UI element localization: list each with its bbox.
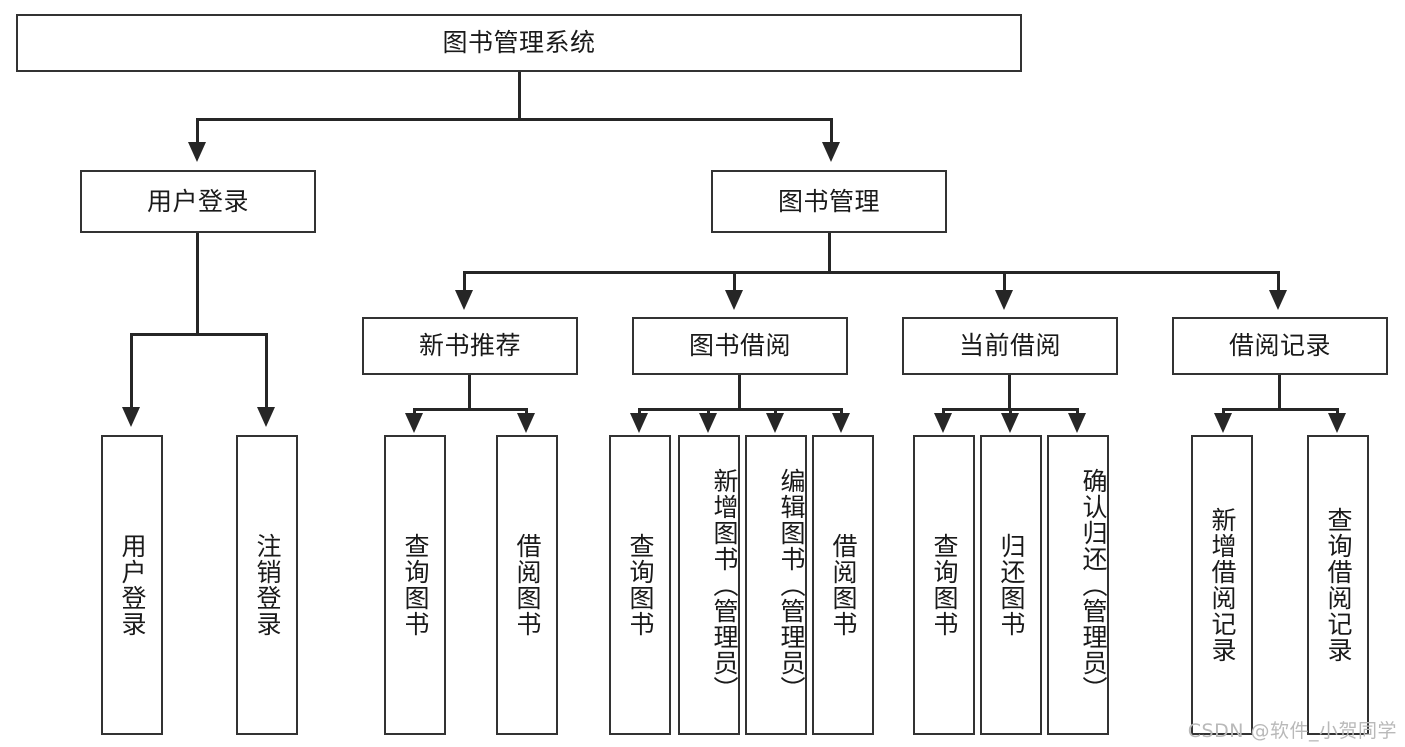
arrow-to-leaf-borrow-book-bb [832, 413, 850, 433]
node-label: 借阅记录 [1228, 331, 1331, 360]
node-label: 确认归还（管理员） [1079, 468, 1108, 702]
edge-user-login-drop-1 [130, 333, 133, 408]
arrow-to-book-borrow [725, 290, 743, 310]
node-label: 查询图书 [401, 533, 430, 637]
node-book-borrow[interactable]: 图书借阅 [632, 317, 848, 375]
edge-book-borrow-drop-2 [707, 408, 710, 416]
leaf-user-login[interactable]: 用户登录 [101, 435, 163, 735]
edge-root-to-user-login [196, 118, 199, 143]
arrow-to-leaf-query-book-cb [934, 413, 952, 433]
edge-user-login-drop-2 [265, 333, 268, 408]
edge-current-borrow-drop-2 [1009, 408, 1012, 416]
arrow-to-leaf-add-book [699, 413, 717, 433]
arrow-to-leaf-borrow-book-nb [517, 413, 535, 433]
arrow-to-leaf-query-record [1328, 413, 1346, 433]
leaf-query-book-new-recommend[interactable]: 查询图书 [384, 435, 446, 735]
leaf-add-book-admin[interactable]: 新增图书（管理员） [678, 435, 740, 735]
node-label: 查询图书 [626, 533, 655, 637]
edge-user-login-stem [196, 233, 199, 335]
edge-book-mgmt-drop-2 [733, 271, 736, 291]
arrow-to-user-login [188, 142, 206, 162]
arrow-to-leaf-confirm-return [1068, 413, 1086, 433]
leaf-logout[interactable]: 注销登录 [236, 435, 298, 735]
arrow-to-leaf-logout [257, 407, 275, 427]
node-label: 查询图书 [930, 533, 959, 637]
leaf-confirm-return-admin[interactable]: 确认归还（管理员） [1047, 435, 1109, 735]
node-current-borrow[interactable]: 当前借阅 [902, 317, 1118, 375]
leaf-query-book-borrow[interactable]: 查询图书 [609, 435, 671, 735]
arrow-to-borrow-record [1269, 290, 1287, 310]
node-label: 图书借阅 [688, 331, 791, 360]
node-label: 用户登录 [146, 186, 249, 216]
node-label: 用户登录 [118, 533, 147, 637]
csdn-watermark: CSDN @软件_小贺同学 [1187, 720, 1397, 742]
edge-book-borrow-drop-4 [840, 408, 843, 416]
edge-new-book-drop-2 [525, 408, 528, 416]
leaf-edit-book-admin[interactable]: 编辑图书（管理员） [745, 435, 807, 735]
edge-book-mgmt-drop-1 [463, 271, 466, 291]
arrow-to-new-book [455, 290, 473, 310]
node-label: 图书管理系统 [442, 28, 596, 57]
node-label: 借阅图书 [513, 533, 542, 637]
arrow-to-leaf-query-book-nb [405, 413, 423, 433]
edge-book-borrow-drop-1 [638, 408, 641, 416]
node-label: 归还图书 [997, 533, 1026, 637]
edge-book-borrow-bus [638, 408, 843, 411]
leaf-query-book-current[interactable]: 查询图书 [913, 435, 975, 735]
edge-current-borrow-drop-1 [942, 408, 945, 416]
edge-current-borrow-drop-3 [1076, 408, 1079, 416]
edge-new-book-stem [468, 375, 471, 410]
edge-book-mgmt-bus [463, 271, 1280, 274]
node-root-system[interactable]: 图书管理系统 [16, 14, 1022, 72]
edge-book-borrow-drop-3 [774, 408, 777, 416]
edge-user-login-bus [130, 333, 267, 336]
arrow-to-leaf-add-record [1214, 413, 1232, 433]
node-label: 查询借阅记录 [1324, 507, 1353, 663]
node-borrow-record[interactable]: 借阅记录 [1172, 317, 1388, 375]
arrow-to-leaf-query-book-bb [630, 413, 648, 433]
edge-borrow-record-bus [1222, 408, 1339, 411]
node-label: 图书管理 [777, 186, 880, 216]
arrow-to-book-mgmt [822, 142, 840, 162]
node-label: 编辑图书（管理员） [777, 468, 806, 702]
edge-root-bus [196, 118, 833, 121]
node-label: 当前借阅 [958, 331, 1061, 360]
edge-book-mgmt-drop-3 [1003, 271, 1006, 291]
leaf-borrow-book-new-recommend[interactable]: 借阅图书 [496, 435, 558, 735]
leaf-query-borrow-record[interactable]: 查询借阅记录 [1307, 435, 1369, 735]
edge-borrow-record-drop-1 [1222, 408, 1225, 416]
edge-new-book-drop-1 [413, 408, 416, 416]
edge-book-mgmt-drop-4 [1277, 271, 1280, 291]
node-label: 新增图书（管理员） [710, 468, 739, 702]
node-label: 新增借阅记录 [1208, 507, 1237, 663]
node-label: 注销登录 [253, 533, 282, 637]
leaf-return-book[interactable]: 归还图书 [980, 435, 1042, 735]
edge-root-to-book-mgmt [830, 118, 833, 143]
arrow-to-leaf-edit-book [766, 413, 784, 433]
edge-borrow-record-drop-2 [1336, 408, 1339, 416]
edge-book-mgmt-stem [828, 233, 831, 273]
node-user-login[interactable]: 用户登录 [80, 170, 316, 233]
node-label: 借阅图书 [829, 533, 858, 637]
edge-book-borrow-stem [738, 375, 741, 410]
node-book-management[interactable]: 图书管理 [711, 170, 947, 233]
edge-current-borrow-stem [1008, 375, 1011, 410]
edge-root-stem [518, 72, 521, 120]
arrow-to-leaf-return-book [1001, 413, 1019, 433]
edge-new-book-bus [413, 408, 528, 411]
edge-borrow-record-stem [1278, 375, 1281, 410]
leaf-borrow-book[interactable]: 借阅图书 [812, 435, 874, 735]
arrow-to-current-borrow [995, 290, 1013, 310]
arrow-to-leaf-user-login [122, 407, 140, 427]
node-new-book-recommend[interactable]: 新书推荐 [362, 317, 578, 375]
leaf-add-borrow-record[interactable]: 新增借阅记录 [1191, 435, 1253, 735]
node-label: 新书推荐 [418, 331, 521, 360]
